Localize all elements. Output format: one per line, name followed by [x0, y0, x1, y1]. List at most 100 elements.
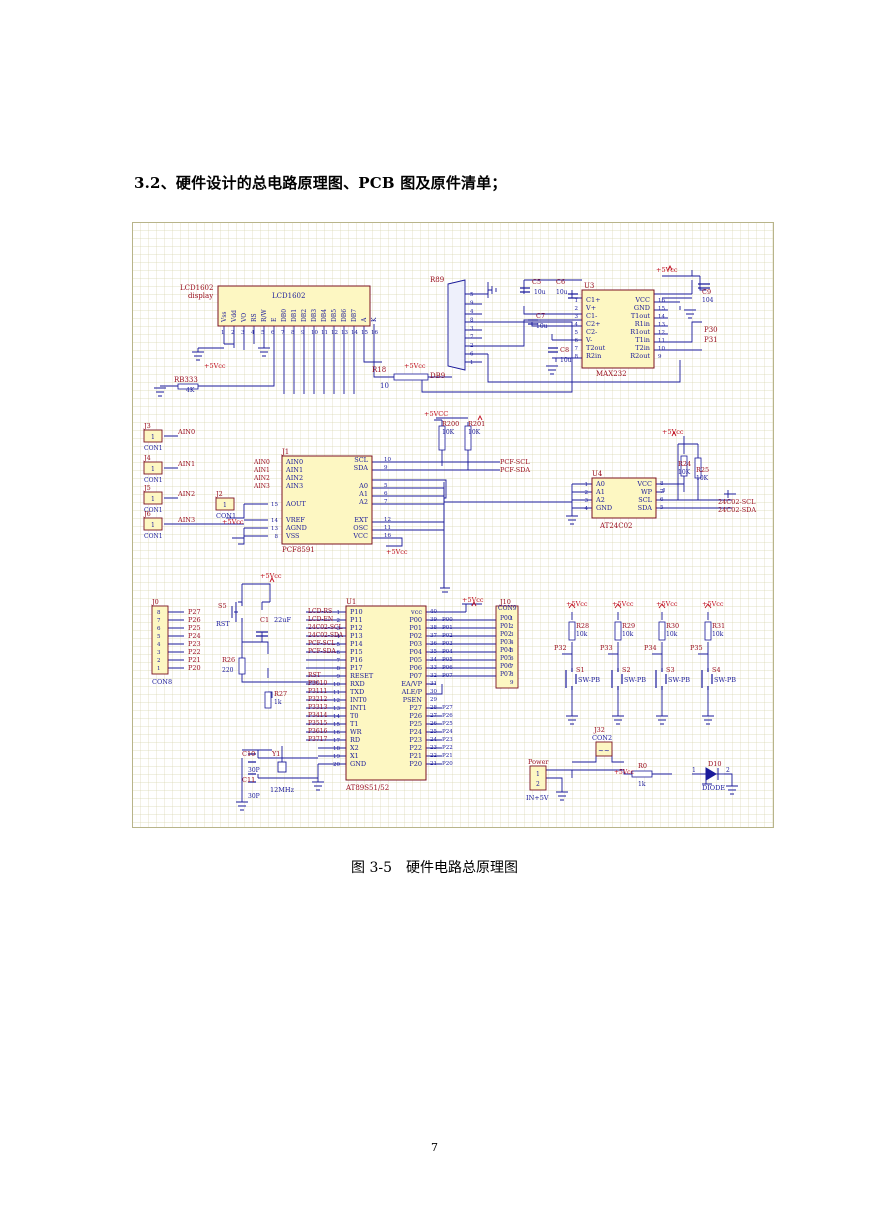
u1-lnet-5: PCF-SCL: [308, 640, 335, 647]
max-right-3: T1out: [631, 312, 651, 320]
u4-right-3: SCL: [638, 496, 652, 504]
u1-rnum-18: 23: [430, 745, 437, 751]
push-button-switches: +5VccR2810kP32S1SW-PB+5VccR2910kP33S2SW-…: [554, 600, 736, 690]
sw-rv-0: 10k: [576, 631, 588, 638]
u1-left-7: P16: [350, 656, 363, 664]
j10-net-6: P06: [500, 663, 512, 670]
power-marks: [269, 264, 712, 609]
max-rnum-1: 16: [658, 298, 665, 304]
p31-label: P31: [704, 336, 718, 344]
r27v: 1k: [274, 699, 282, 706]
j10-pin-9: 9: [510, 680, 514, 686]
u1-lnum-3: 3: [337, 626, 341, 632]
con8-net-7: P20: [188, 664, 201, 672]
c10: C10: [242, 750, 255, 758]
max-lnum-6: 6: [575, 338, 579, 344]
sw-s-0: S1: [576, 666, 585, 674]
u1-lnum-7: 7: [337, 658, 341, 664]
con8-pin-4: 4: [157, 642, 161, 648]
db9-pin-8: 8: [470, 318, 474, 324]
u1-right-5: P03: [409, 640, 422, 648]
j2-ref: J2: [215, 490, 223, 498]
sw-s-1: S2: [622, 666, 631, 674]
lcd-name: LCD1602: [272, 292, 305, 300]
vcc-r0: +5Vcc: [614, 769, 635, 776]
con8-net-2: P25: [188, 624, 201, 632]
sw-r-0: R28: [576, 622, 589, 630]
u4-rnum-2: 7: [660, 489, 664, 495]
u1-lnet-15: P3515: [308, 720, 327, 727]
sw-name-1: SW-PB: [624, 676, 646, 684]
pcf-ref: J1: [281, 448, 289, 456]
r201v: 10K: [468, 429, 481, 436]
pcf-net-1: AIN1: [253, 467, 270, 474]
lcd-pin-7: DB0: [281, 309, 288, 322]
section-heading: 3.2、硬件设计的总电路原理图、PCB 图及原件清单；: [134, 174, 507, 192]
pcf-left-5: AOUT: [285, 500, 307, 508]
lcd-pin-num-4: 4: [251, 330, 255, 336]
max-rnum-5: 12: [658, 330, 665, 336]
u1-lnet-4: 24C02-SDA: [308, 632, 344, 639]
max-rnum-4: 13: [658, 322, 665, 328]
j2-con: CON1: [216, 512, 236, 520]
max-right-7: T2in: [635, 344, 650, 352]
con8-pin-5: 5: [157, 634, 161, 640]
sw-p-1: P33: [600, 644, 613, 652]
u1-left-14: T0: [350, 712, 358, 720]
pcf-rnum-4: 6: [384, 491, 388, 497]
c9: C9: [702, 288, 711, 296]
db9-ref: R89: [430, 276, 444, 284]
j0-ref: J0: [151, 598, 159, 606]
u1-lnet-17: P3717: [308, 736, 327, 743]
sw-s-3: S4: [712, 666, 721, 674]
u1-right-17: P23: [409, 736, 422, 744]
p30-label: P30: [704, 326, 718, 334]
u1-lnet-6: PCF-SDA: [308, 648, 336, 655]
reset-switch: [231, 602, 243, 622]
u1-lnet-9: RST: [308, 672, 321, 679]
con8-net-3: P24: [188, 632, 201, 640]
connector-j5: [143, 491, 163, 505]
u1-lnum-18: 18: [333, 746, 340, 752]
u1-rnet-19: P21: [442, 753, 453, 759]
u1-rnum-2: 39: [430, 617, 437, 623]
lcd-pin-num-11: 11: [321, 330, 328, 336]
ground-symbols: [154, 282, 696, 397]
pcf-lnum-5: 15: [271, 502, 278, 508]
pcf-right-6: EXT: [354, 516, 368, 524]
con8-pin-3: 3: [157, 650, 161, 656]
j32: J32: [593, 726, 605, 734]
u1-lnum-15: 15: [333, 722, 340, 728]
e2-scl: 24C02-SCL: [718, 498, 756, 506]
c5: C5: [532, 278, 541, 286]
u1-rnum-12: 29: [430, 697, 437, 703]
max-lnum-5: 5: [575, 330, 579, 336]
max-lnum-1: 1: [575, 298, 579, 304]
u1-left-1: P10: [350, 608, 363, 616]
u1-lnet-12: P3212: [308, 696, 327, 703]
pcf-rnum-3: 5: [384, 483, 388, 489]
u1-lnum-8: 8: [337, 666, 341, 672]
sw-vcc-2: +5Vcc: [656, 600, 678, 608]
sw-name-3: SW-PB: [714, 676, 736, 684]
connector-j3: [143, 429, 163, 443]
u1-right-18: P22: [409, 744, 422, 752]
u4-lnum-2: 2: [585, 490, 589, 496]
r18-ref: R18: [372, 366, 386, 374]
u1-lnum-9: 9: [337, 674, 341, 680]
lcd-pin-num-6: 6: [271, 330, 275, 336]
max-rnum-2: 15: [658, 306, 665, 312]
pcf-left-2: AIN1: [285, 466, 303, 474]
sw-s-2: S3: [666, 666, 675, 674]
jref-1: J4: [143, 454, 151, 462]
u4-left-2: A1: [595, 488, 605, 496]
u1-rnet-4: P02: [442, 633, 453, 639]
u1-right-15: P25: [409, 720, 422, 728]
dpin1: 1: [692, 767, 696, 774]
u1-rnet-5: P03: [442, 641, 453, 647]
u1-rnet-2: P00: [442, 617, 453, 623]
u1-right-6: P04: [409, 648, 422, 656]
u4-lnum-3: 3: [585, 498, 589, 504]
u1-left-16: WR: [350, 728, 363, 736]
